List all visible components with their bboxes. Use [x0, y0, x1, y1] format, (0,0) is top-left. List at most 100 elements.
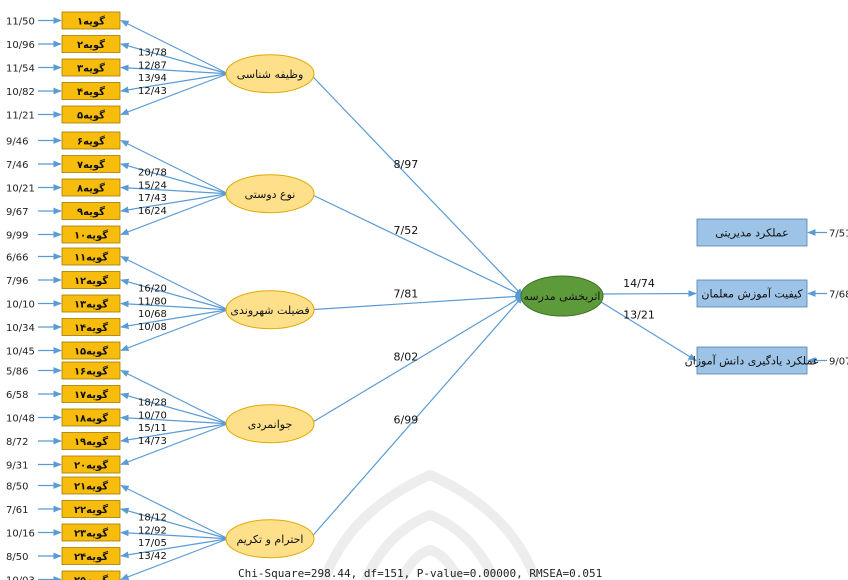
error-variance-label: 7/46: [6, 160, 28, 171]
latent-label: احترام و تکریم: [236, 533, 303, 546]
latent-ellipse: [225, 174, 315, 214]
error-variance-label: 6/58: [6, 390, 28, 401]
loading-arrow: [120, 184, 229, 195]
indicator-box: [61, 500, 121, 518]
outcome-path-label: 14/74: [623, 277, 655, 290]
structural-arrow: [309, 295, 524, 540]
error-variance-label: 7/96: [6, 276, 28, 287]
error-variance-label: 10/96: [6, 40, 35, 51]
error-variance-label: 8/50: [6, 482, 28, 493]
path-coefficient-label: 7/81: [393, 288, 418, 301]
loading-label: 10/08: [138, 322, 167, 333]
path-coefficient-label: 8/02: [393, 350, 418, 363]
loading-arrow: [120, 42, 229, 75]
loading-arrow: [120, 139, 229, 195]
indicator-label: گویه۵: [77, 109, 105, 122]
error-variance-label: 10/45: [6, 347, 35, 358]
indicator-label: گویه۱۱: [74, 251, 108, 264]
error-variance-label: 10/82: [6, 87, 35, 98]
error-variance-label: 11/50: [6, 17, 35, 28]
indicator-box: [61, 294, 121, 313]
error-variance-label: 7/61: [6, 505, 28, 516]
error-variance-label: 10/48: [6, 414, 35, 425]
latent-label: جوانمردی: [248, 418, 293, 431]
loading-label: 12/43: [138, 86, 167, 97]
path-coefficient-label: 7/52: [393, 224, 418, 237]
outcome-error-label: 7/68: [829, 290, 848, 301]
indicator-box: [61, 11, 121, 30]
path-coefficient-label: 8/97: [393, 158, 418, 171]
loading-label: 15/24: [138, 180, 167, 191]
structural-arrow: [309, 193, 524, 297]
loading-arrow: [120, 300, 229, 311]
indicator-box: [61, 58, 121, 77]
error-variance-label: 11/21: [6, 111, 35, 122]
indicator-box: [61, 318, 121, 336]
indicator-label: گویه۴: [77, 85, 105, 98]
loading-label: 13/78: [138, 47, 167, 58]
loading-arrow: [120, 162, 229, 195]
loading-label: 12/87: [138, 60, 167, 71]
structural-arrow: [309, 73, 524, 297]
latent-ellipse: [225, 290, 315, 330]
loading-label: 11/80: [138, 296, 167, 307]
loading-arrow: [120, 507, 229, 540]
loading-label: 10/70: [138, 410, 167, 421]
indicator-box: [61, 155, 121, 173]
loading-arrow: [120, 309, 229, 352]
loading-arrow: [120, 529, 229, 540]
indicator-label: گویه۱۲: [74, 274, 108, 287]
fit-statistics: Chi-Square=298.44, df=151, P-value=0.000…: [238, 567, 602, 580]
indicator-box: [61, 385, 121, 403]
outcome-label: کیفیت آموزش معلمان: [701, 287, 803, 301]
indicator-label: گویه۲۱: [74, 480, 108, 493]
error-variance-label: 9/46: [6, 137, 28, 148]
loading-arrow: [120, 423, 229, 444]
error-variance-label: 10/21: [6, 184, 35, 195]
indicator-label: گویه۲۵: [74, 574, 108, 580]
path-coefficient-label: 6/99: [393, 414, 418, 427]
indicator-box: [61, 523, 121, 542]
loading-label: 10/68: [138, 309, 167, 320]
loading-label: 12/92: [138, 525, 167, 536]
loading-arrow: [120, 423, 229, 466]
indicator-label: گویه۲۴: [74, 550, 108, 563]
indicator-box: [61, 247, 121, 266]
latent-label: فضیلت شهروندی: [230, 304, 309, 317]
loading-label: 17/05: [138, 538, 167, 549]
loading-arrow: [120, 538, 229, 580]
indicator-label: گویه۲۰: [74, 459, 108, 472]
loading-label: 17/43: [138, 193, 167, 204]
indicator-box: [61, 225, 121, 244]
indicator-label: گویه۲۲: [74, 503, 108, 516]
loading-arrow: [120, 414, 229, 425]
outcome-error-label: 7/51: [829, 229, 848, 240]
error-variance-label: 5/86: [6, 367, 28, 378]
error-variance-label: 10/34: [6, 323, 35, 334]
error-variance-label: 11/54: [6, 64, 35, 75]
loading-arrow: [120, 64, 229, 75]
indicator-box: [61, 361, 121, 380]
structural-arrow: [309, 293, 524, 311]
error-variance-label: 8/72: [6, 437, 28, 448]
latent-ellipse: [225, 54, 315, 94]
central-label: اثربخشی مدرسه: [524, 290, 601, 303]
loading-arrow: [120, 278, 229, 311]
indicator-label: گویه۱۶: [74, 365, 108, 378]
loading-arrow: [120, 309, 229, 330]
loading-label: 15/11: [138, 423, 167, 434]
loading-label: 16/24: [138, 206, 167, 217]
loading-arrow: [120, 193, 229, 236]
loading-label: 13/94: [138, 73, 167, 84]
edge-layer: [38, 17, 827, 580]
outcome-label: عملکرد مدیریتی: [715, 227, 788, 240]
loading-arrow: [120, 19, 229, 75]
outcome-box: [696, 346, 808, 375]
loading-arrow: [120, 538, 229, 559]
error-variance-label: 10/10: [6, 300, 35, 311]
latent-ellipse: [225, 404, 315, 444]
indicator-box: [61, 408, 121, 427]
latent-label: وظیفه شناسی: [237, 68, 304, 81]
